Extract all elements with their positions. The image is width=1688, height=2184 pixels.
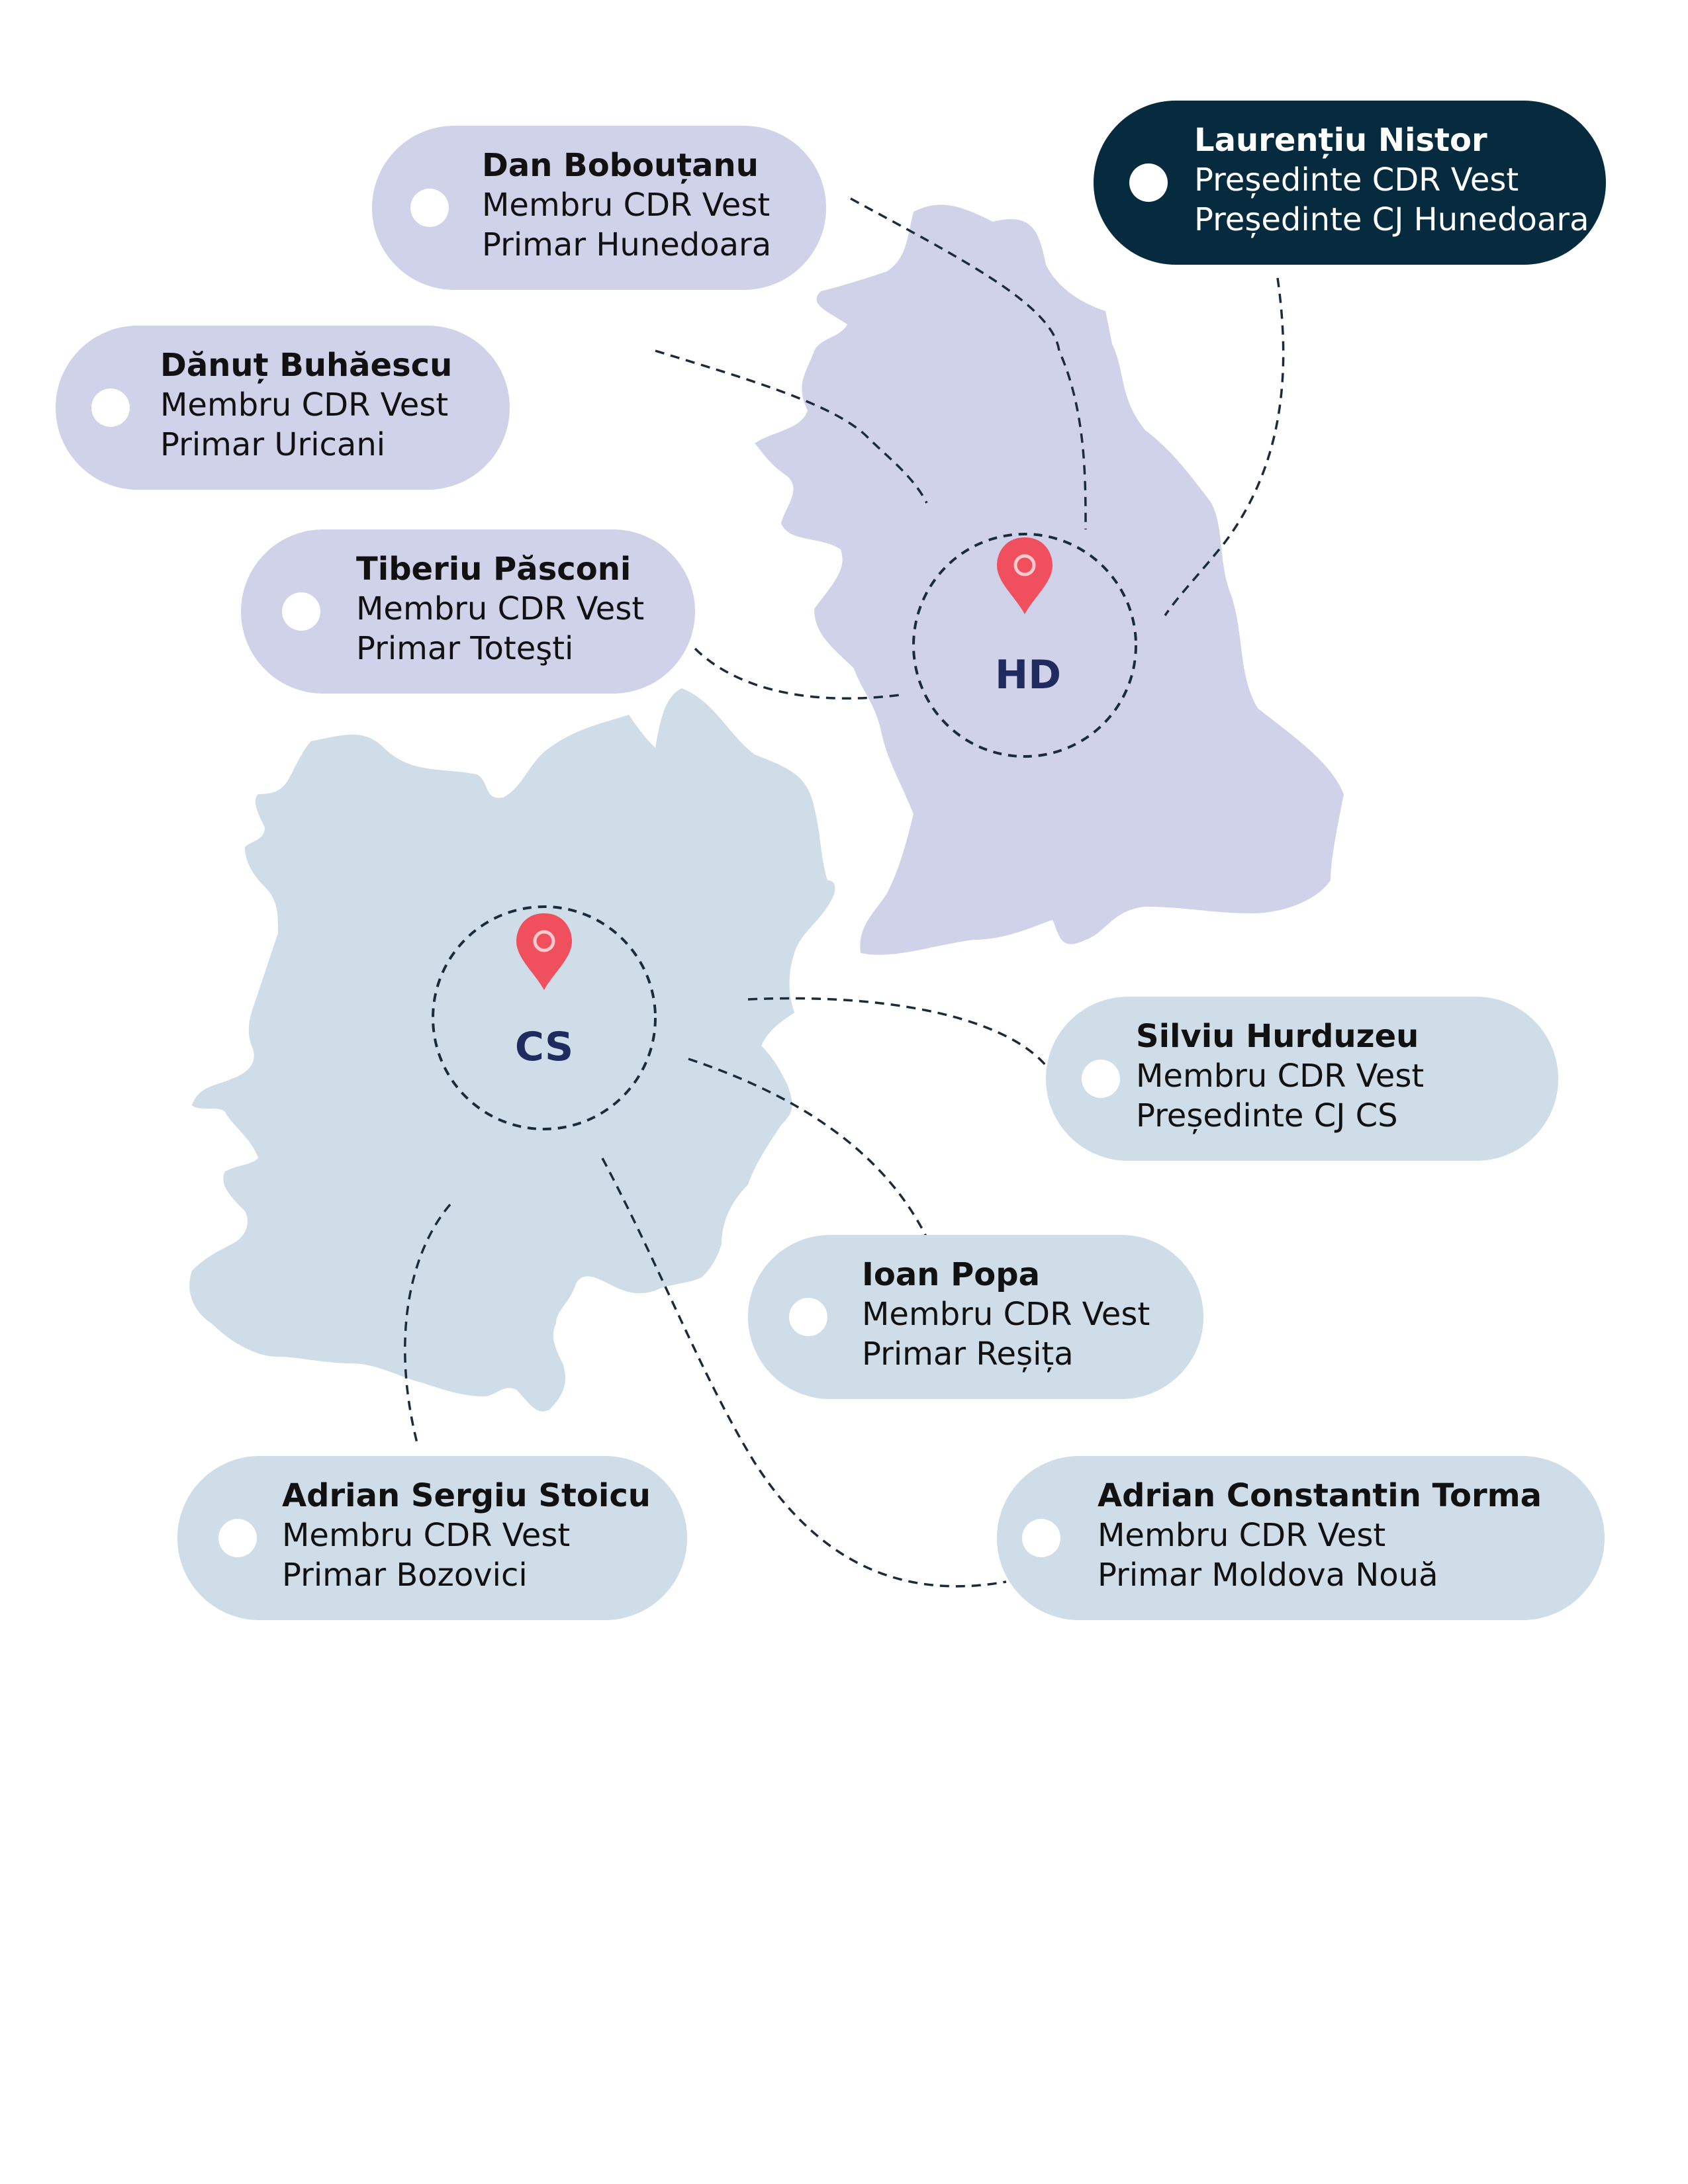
member-office: Primar Reșița bbox=[862, 1336, 1074, 1373]
member-card-bobou: Dan Bobouțanu Membru CDR Vest Primar Hun… bbox=[372, 126, 826, 290]
member-office: Primar Hunedoara bbox=[482, 226, 772, 263]
member-card-buhaescu: Dănuț Buhăescu Membru CDR Vest Primar Ur… bbox=[56, 326, 510, 490]
member-card-nistor: Laurențiu Nistor Președinte CDR Vest Pre… bbox=[1094, 101, 1606, 265]
bullet-dot bbox=[282, 592, 320, 631]
member-card-torma: Adrian Constantin Torma Membru CDR Vest … bbox=[997, 1456, 1605, 1620]
connector-line-bobou bbox=[850, 197, 1087, 530]
bullet-dot bbox=[1022, 1519, 1060, 1557]
member-card-popa: Ioan Popa Membru CDR Vest Primar Reșița bbox=[748, 1235, 1203, 1399]
member-role: Membru CDR Vest bbox=[482, 187, 771, 224]
member-office: Primar Bozovici bbox=[282, 1557, 528, 1594]
connector-line-buhaescu bbox=[655, 349, 928, 504]
member-role: Membru CDR Vest bbox=[1098, 1517, 1386, 1554]
member-role: Membru CDR Vest bbox=[862, 1296, 1150, 1333]
caras-severin-focus-circle bbox=[432, 905, 657, 1130]
hunedoara-focus-circle bbox=[912, 533, 1137, 758]
map-pin-icon bbox=[997, 537, 1053, 614]
member-card-hurduzeu: Silviu Hurduzeu Membru CDR Vest Președin… bbox=[1046, 997, 1558, 1161]
member-role: Membru CDR Vest bbox=[356, 590, 645, 627]
connector-line-stoicu bbox=[404, 1203, 451, 1443]
bullet-dot bbox=[218, 1519, 257, 1557]
member-name: Silviu Hurduzeu bbox=[1136, 1018, 1419, 1055]
member-role: Președinte CDR Vest bbox=[1194, 161, 1519, 199]
member-office: Primar Uricani bbox=[160, 426, 386, 463]
member-office: Primar Toteşti bbox=[356, 630, 574, 667]
member-name: Adrian Sergiu Stoicu bbox=[282, 1477, 651, 1514]
member-name: Dan Bobouțanu bbox=[482, 147, 759, 184]
hunedoara-region-shape bbox=[755, 205, 1344, 955]
bullet-dot bbox=[410, 189, 449, 227]
hunedoara-code-label: HD bbox=[995, 652, 1061, 698]
member-card-stoicu: Adrian Sergiu Stoicu Membru CDR Vest Pri… bbox=[177, 1456, 687, 1620]
member-office: Președinte CJ CS bbox=[1136, 1097, 1398, 1134]
bullet-dot bbox=[1129, 163, 1168, 202]
member-name: Adrian Constantin Torma bbox=[1098, 1477, 1542, 1514]
member-role: Membru CDR Vest bbox=[1136, 1058, 1425, 1095]
member-office: Președinte CJ Hunedoara bbox=[1194, 201, 1589, 238]
member-name: Laurențiu Nistor bbox=[1194, 122, 1487, 159]
connector-line-nistor bbox=[1164, 277, 1285, 616]
member-card-pasconi: Tiberiu Păsconi Membru CDR Vest Primar T… bbox=[241, 529, 695, 694]
caras-severin-region-shape bbox=[189, 688, 835, 1412]
map-pin-icon bbox=[516, 913, 572, 990]
member-office: Primar Moldova Nouă bbox=[1098, 1557, 1438, 1594]
member-role: Membru CDR Vest bbox=[160, 387, 449, 424]
bullet-dot bbox=[789, 1298, 827, 1336]
bullet-dot bbox=[91, 388, 130, 427]
caras-severin-code-label: CS bbox=[515, 1024, 573, 1070]
member-name: Dănuț Buhăescu bbox=[160, 347, 453, 384]
connector-line-pasconi bbox=[694, 647, 901, 700]
member-name: Tiberiu Păsconi bbox=[356, 551, 632, 588]
member-name: Ioan Popa bbox=[862, 1256, 1041, 1293]
member-role: Membru CDR Vest bbox=[282, 1517, 571, 1554]
bullet-dot bbox=[1082, 1060, 1120, 1098]
connector-line-torma bbox=[601, 1158, 1007, 1588]
